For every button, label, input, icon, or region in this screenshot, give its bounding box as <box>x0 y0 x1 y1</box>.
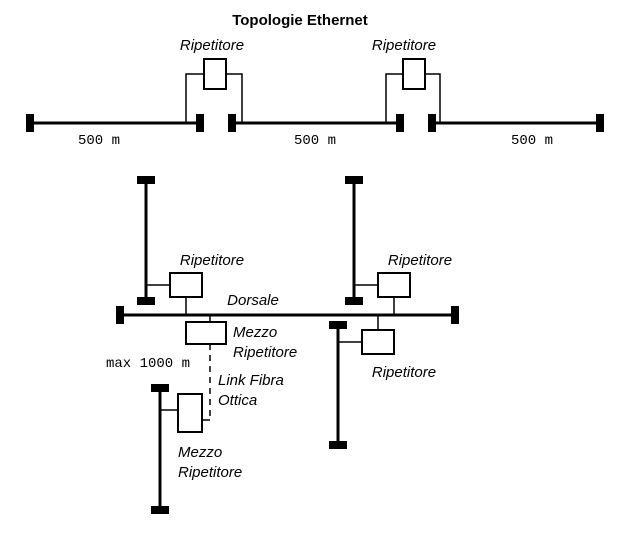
half-repeater-top-line-2: Ripetitore <box>233 344 297 361</box>
half-repeater-bottom <box>160 393 210 433</box>
terminator <box>396 114 404 132</box>
terminator <box>26 114 34 132</box>
left-repeater <box>146 272 203 315</box>
half-repeater-top <box>185 315 227 345</box>
segment-length-3: 500 m <box>511 133 553 149</box>
terminator <box>151 384 169 392</box>
terminator <box>428 114 436 132</box>
left-repeater-label: Ripetitore <box>180 252 244 269</box>
repeater-box <box>203 58 227 90</box>
terminator <box>196 114 204 132</box>
terminator <box>345 176 363 184</box>
repeater-box <box>361 329 395 355</box>
repeater-box <box>185 321 227 345</box>
repeater-link <box>425 73 441 123</box>
terminator <box>137 176 155 184</box>
terminator <box>451 306 459 324</box>
fiber-link-label-line-1: Link Fibra <box>218 372 284 389</box>
terminator <box>228 114 236 132</box>
half-repeater-top-line-1: Mezzo <box>233 324 277 341</box>
terminator <box>329 321 347 329</box>
right-repeater <box>354 272 411 315</box>
top-repeater-1 <box>185 58 243 123</box>
max-distance-label: max 1000 m <box>106 356 190 372</box>
top-terminators <box>26 114 604 132</box>
repeater-box <box>402 58 426 90</box>
terminator <box>329 441 347 449</box>
right-repeater-label: Ripetitore <box>388 252 452 269</box>
segment-length-1: 500 m <box>78 133 120 149</box>
repeater-box <box>169 272 203 298</box>
half-repeater-bottom-line-2: Ripetitore <box>178 464 242 481</box>
terminator <box>345 297 363 305</box>
top-repeater-1-label: Ripetitore <box>180 37 244 54</box>
diagram-title: Topologie Ethernet <box>232 12 368 29</box>
lower-right-repeater-label: Ripetitore <box>372 364 436 381</box>
fiber-link-label-line-2: Ottica <box>218 392 257 409</box>
top-repeater-2-label: Ripetitore <box>372 37 436 54</box>
top-repeater-2 <box>385 58 441 123</box>
backbone-label: Dorsale <box>227 292 279 309</box>
terminator <box>596 114 604 132</box>
lower-right-repeater <box>338 315 395 355</box>
half-repeater-bottom-line-1: Mezzo <box>178 444 222 461</box>
segment-length-2: 500 m <box>294 133 336 149</box>
repeater-box <box>377 272 411 298</box>
repeater-link <box>226 73 243 123</box>
terminator <box>137 297 155 305</box>
terminator <box>116 306 124 324</box>
repeater-box <box>177 393 203 433</box>
terminator <box>151 506 169 514</box>
repeater-link <box>385 73 403 123</box>
repeater-link <box>185 73 204 123</box>
